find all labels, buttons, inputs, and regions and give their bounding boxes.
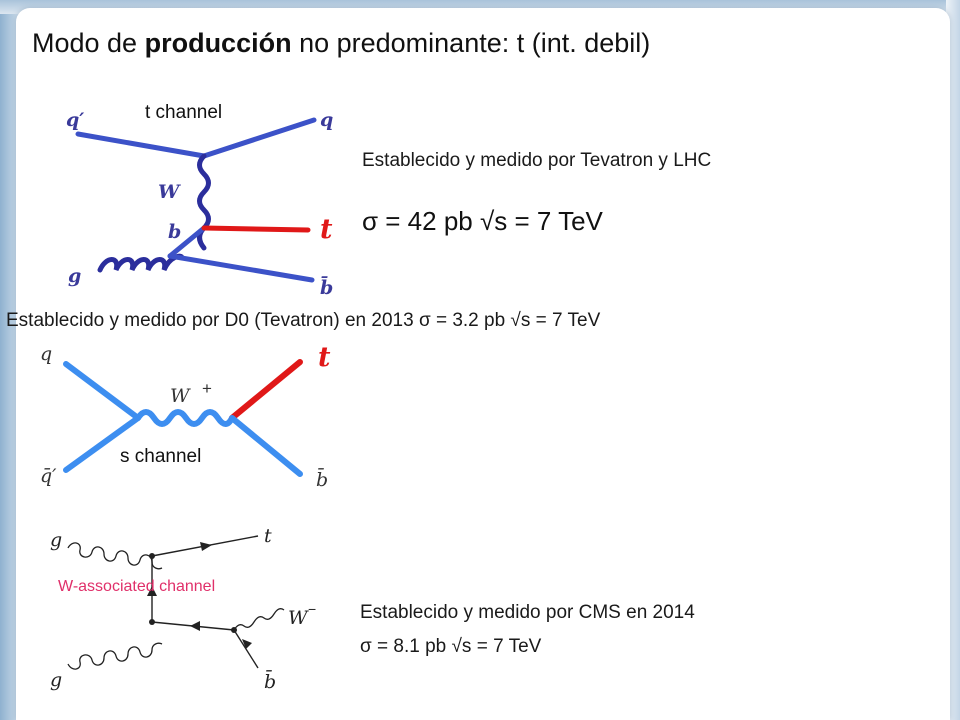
s-channel-top-line bbox=[229, 359, 303, 421]
w-associated-bbar-label: b̄ bbox=[264, 669, 276, 693]
t-channel-q-label: q bbox=[320, 109, 333, 131]
s-channel-qbar-label: q̄′ bbox=[40, 465, 57, 487]
w-associated-g-bottom-label: g bbox=[50, 669, 62, 691]
s-channel-qbar-line bbox=[63, 415, 141, 473]
w-associated-w-label: W bbox=[288, 607, 309, 629]
slide-title: Modo de producción no predominante: t (i… bbox=[32, 28, 650, 59]
s-channel-w-boson bbox=[135, 409, 235, 427]
w-associated-top-arrow bbox=[200, 542, 212, 551]
title-bold: producción bbox=[144, 28, 292, 58]
t-channel-top-line bbox=[201, 225, 311, 233]
w-associated-t-label: t bbox=[264, 525, 272, 547]
w-associated-label: W-associated channel bbox=[58, 578, 216, 595]
w-associated-background bbox=[44, 518, 342, 718]
w-associated-diagram: g g t W − b̄ bbox=[44, 518, 342, 718]
w-associated-bbar-arrow bbox=[242, 639, 252, 649]
t-channel-b-line bbox=[167, 225, 207, 259]
t-channel-bbar-label: b̄ bbox=[320, 277, 333, 299]
t-channel-qprime-label: q′ bbox=[66, 109, 84, 131]
t-channel-gluon bbox=[97, 253, 185, 273]
t-channel-g-label: g bbox=[68, 265, 81, 287]
s-channel-bbar-line bbox=[229, 415, 303, 477]
w-associated-propagator-arrow bbox=[147, 586, 157, 596]
w-associated-vertex-top bbox=[149, 553, 155, 559]
t-channel-w-label: W bbox=[158, 181, 181, 203]
t-channel-qprime-line bbox=[75, 131, 207, 159]
w-associated-text1: Establecido y medido por CMS en 2014 bbox=[360, 602, 695, 623]
t-channel-label: t channel bbox=[145, 102, 223, 123]
t-channel-background bbox=[28, 98, 346, 298]
s-channel-diagram: q q̄′ W + t b̄ bbox=[30, 336, 348, 496]
w-associated-w-sign: − bbox=[308, 601, 316, 617]
s-channel-bbar-label: b̄ bbox=[316, 467, 328, 491]
w-associated-vertex-bottom bbox=[149, 619, 155, 625]
s-channel-t-label: t bbox=[318, 342, 331, 373]
w-associated-lower-arrow bbox=[190, 621, 200, 631]
s-channel-label: s channel bbox=[120, 446, 202, 467]
t-channel-t-label: t bbox=[320, 214, 333, 245]
t-channel-q-line bbox=[201, 117, 317, 159]
w-associated-text2: σ = 8.1 pb √s = 7 TeV bbox=[360, 636, 542, 657]
s-channel-w-sign: + bbox=[202, 379, 212, 398]
s-channel-q-line bbox=[63, 361, 141, 421]
w-associated-g-top-label: g bbox=[50, 529, 62, 551]
t-channel-b-label: b bbox=[168, 221, 181, 243]
title-part2: no predominante: t (int. debil) bbox=[291, 28, 651, 58]
title-part1: Modo de bbox=[32, 28, 145, 58]
w-associated-vertex-right bbox=[231, 627, 237, 633]
w-associated-w-boson bbox=[233, 608, 285, 631]
t-channel-text1: Establecido y medido por Tevatron y LHC bbox=[362, 150, 712, 171]
t-channel-diagram: q′ q W b g t b̄ bbox=[28, 98, 346, 299]
s-channel-q-label: q bbox=[40, 343, 52, 365]
s-channel-text: Establecido y medido por D0 (Tevatron) e… bbox=[6, 310, 601, 331]
t-channel-bbar-line bbox=[167, 253, 315, 283]
s-channel-w-label: W bbox=[170, 385, 191, 407]
t-channel-text2: σ = 42 pb √s = 7 TeV bbox=[362, 206, 603, 236]
w-associated-gluon-bottom bbox=[67, 642, 163, 670]
